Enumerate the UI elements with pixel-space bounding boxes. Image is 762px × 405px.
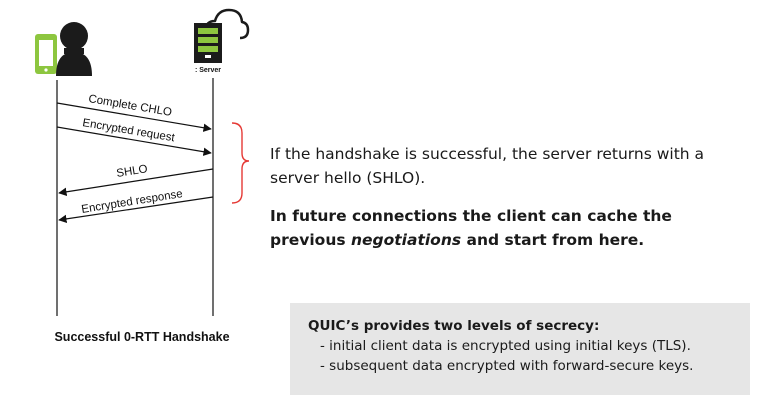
arrow-encrypted-response — [58, 196, 214, 224]
list-item: - subsequent data encrypted with forward… — [320, 358, 694, 374]
client-actor — [35, 22, 92, 76]
secrecy-box-title: QUIC’s provides two levels of secrecy: — [308, 318, 600, 334]
person-icon — [56, 22, 92, 76]
phone-icon — [35, 34, 57, 74]
arrow-complete-chlo — [56, 102, 212, 132]
label-encrypted-response: Encrypted response — [81, 188, 184, 216]
bracket-icon — [231, 122, 250, 204]
message-encrypted-response: Encrypted response — [58, 188, 214, 224]
diagram-caption: Successful 0-RTT Handshake — [54, 330, 230, 344]
future-emphasis: negotiations — [350, 231, 462, 249]
server-actor: : Server — [194, 8, 250, 74]
message-complete-chlo: Complete CHLO — [56, 93, 212, 132]
arrow-encrypted-request — [56, 126, 212, 156]
arrow-shlo — [58, 168, 214, 196]
future-paragraph: In future connections the client can cac… — [270, 204, 750, 252]
label-shlo: SHLO — [116, 163, 149, 180]
success-paragraph: If the handshake is successful, the serv… — [270, 145, 705, 187]
server-label: : Server — [195, 67, 221, 74]
message-shlo: SHLO — [58, 163, 214, 196]
secrecy-box: QUIC’s provides two levels of secrecy: -… — [290, 303, 750, 395]
explanation-text: If the handshake is successful, the serv… — [270, 142, 750, 252]
list-item: - initial client data is encrypted using… — [320, 338, 691, 354]
future-prefix: In future connections the client can cac… — [270, 207, 672, 249]
message-encrypted-request: Encrypted request — [56, 117, 212, 156]
server-icon — [194, 23, 222, 63]
secrecy-list: - initial client data is encrypted using… — [308, 336, 750, 376]
future-suffix: and start from here. — [461, 231, 645, 249]
